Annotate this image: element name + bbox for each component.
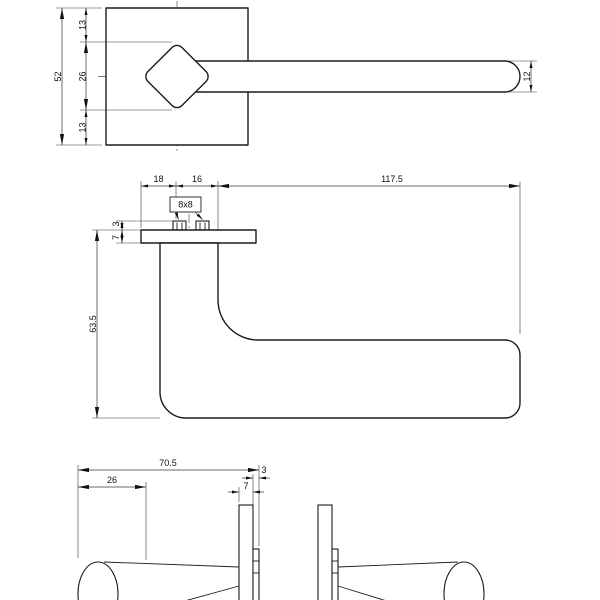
dim-label-seg-bot: 13 <box>78 122 88 132</box>
rose-plate-side-outline <box>140 229 257 244</box>
dim-label-screw-span: 16 <box>192 174 202 184</box>
dim-label-rose-side-thickness: 7 <box>243 481 248 491</box>
front-view: 18 16 117.5 8x8 3 7 63.5 <box>88 174 521 419</box>
dim-label-seg-top: 13 <box>78 20 88 30</box>
grip-profile-top-line <box>337 561 459 568</box>
dim-label-grip-depth: 26 <box>107 475 117 485</box>
grip-bar-outline <box>192 60 521 93</box>
rose-edge-profile <box>317 504 333 600</box>
rose-edge-profile <box>238 504 254 600</box>
dim-label-rose-size: 52 <box>53 71 63 81</box>
grip-end-ellipse <box>77 561 119 600</box>
side-views: 70.5 26 7 3 <box>77 458 485 600</box>
grip-profile-top-line <box>103 561 240 568</box>
top-view: 52 13 26 13 12 <box>53 1 537 152</box>
dim-label-rose-thickness: 7 <box>111 235 121 240</box>
dim-label-left-offset: 18 <box>153 174 163 184</box>
screw-right <box>195 220 210 231</box>
dim-label-seg-mid: 26 <box>78 71 88 81</box>
screw-left <box>172 220 187 231</box>
screw-edge-profile <box>252 548 260 600</box>
dim-label-grip-length: 117.5 <box>381 174 403 184</box>
leader-line <box>194 211 203 220</box>
screw-size-label: 8x8 <box>178 200 193 210</box>
leader-line <box>174 211 179 220</box>
dim-label-handle-height: 63.5 <box>88 315 98 333</box>
dim-label-grip-thickness: 12 <box>522 71 532 81</box>
handle-front-outline <box>159 242 521 419</box>
handle-neck-diamond <box>145 44 209 109</box>
screw-size-callout-box <box>169 196 202 213</box>
grip-end-ellipse <box>443 561 485 600</box>
grip-profile-bottom-line <box>186 585 240 600</box>
dim-label-screw-depth: 3 <box>261 465 266 475</box>
dim-label-screw-height: 3 <box>111 221 121 226</box>
screw-edge-profile <box>331 548 339 600</box>
grip-profile-bottom-line <box>337 585 386 600</box>
dim-label-total-depth: 70.5 <box>159 458 177 468</box>
